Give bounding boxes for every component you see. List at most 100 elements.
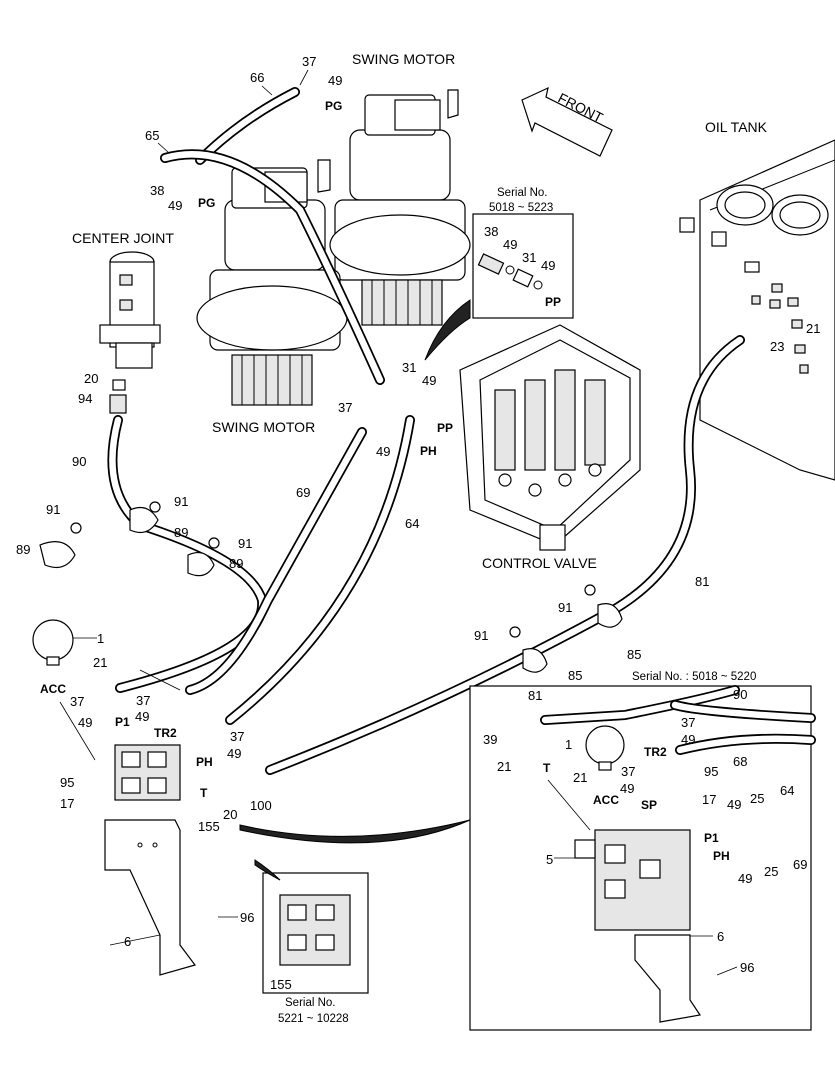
- callout-49a: 49: [328, 73, 342, 88]
- callout-17a: 17: [60, 796, 74, 811]
- port-inset-p1: P1: [704, 831, 719, 845]
- callout-21d: 21: [573, 770, 587, 785]
- callout-89a: 89: [174, 525, 188, 540]
- callout-6b: 6: [717, 929, 724, 944]
- callout-49i: 49: [227, 746, 241, 761]
- callout-64b: 64: [780, 783, 794, 798]
- inset-hoses: [540, 685, 816, 755]
- inset-accumulator: [585, 725, 625, 771]
- port-pp-valve: PP: [437, 421, 453, 435]
- callout-66: 66: [250, 70, 264, 85]
- callout-91d: 91: [558, 600, 572, 615]
- callout-64a: 64: [405, 516, 419, 531]
- callout-21a: 21: [806, 321, 820, 336]
- port-ph: PH: [196, 755, 213, 769]
- callout-90b: 90: [733, 687, 747, 702]
- callout-17b: 17: [702, 792, 716, 807]
- center-joint-fittings: [109, 379, 127, 414]
- callout-31b: 31: [402, 360, 416, 375]
- port-tr2: TR2: [154, 726, 177, 740]
- clamps: [39, 501, 623, 673]
- oil-tank-title: OIL TANK: [705, 119, 768, 135]
- swing-motor-rear: [329, 89, 471, 326]
- callout-81b: 81: [528, 688, 542, 703]
- control-valve-title: CONTROL VALVE: [482, 555, 597, 571]
- callout-49c: 49: [503, 237, 517, 252]
- callout-37d: 37: [136, 693, 150, 708]
- callout-94: 94: [78, 391, 92, 406]
- serial-box-155-line2: 5221 ~ 10228: [278, 1013, 349, 1025]
- port-inset-t: T: [543, 761, 551, 775]
- callout-65: 65: [145, 128, 159, 143]
- callout-85b: 85: [568, 668, 582, 683]
- accumulator-left: [32, 619, 74, 666]
- hoses: [107, 87, 745, 775]
- inset-box-header: Serial No. : 5018 ~ 5220: [632, 671, 756, 683]
- serial-box-pp-line1: Serial No.: [497, 187, 548, 199]
- callout-91c: 91: [238, 536, 252, 551]
- pilot-valve-block: [114, 744, 181, 801]
- callout-23: 23: [770, 339, 784, 354]
- callout-31a: 31: [522, 250, 536, 265]
- swing-motor-bottom-title: SWING MOTOR: [212, 419, 315, 435]
- callout-37e: 37: [230, 729, 244, 744]
- control-valve: [459, 324, 641, 551]
- callout-49e: 49: [422, 373, 436, 388]
- callout-96a: 96: [240, 910, 254, 925]
- swing-motor-front: [196, 159, 348, 406]
- callout-49l: 49: [727, 797, 741, 812]
- callout-95a: 95: [60, 775, 74, 790]
- center-joint-title: CENTER JOINT: [72, 230, 174, 246]
- callout-155a: 155: [198, 819, 220, 834]
- callout-100: 100: [250, 798, 272, 813]
- front-arrow: [521, 86, 613, 157]
- callout-95b: 95: [704, 764, 718, 779]
- callout-1b: 1: [565, 737, 572, 752]
- callout-155b: 155: [270, 977, 292, 992]
- callout-1a: 1: [97, 631, 104, 646]
- bracket-left-pointer: [239, 819, 471, 844]
- port-pg-left: PG: [198, 196, 215, 210]
- serial-box-155-line1: Serial No.: [285, 997, 336, 1009]
- callout-49f: 49: [376, 444, 390, 459]
- callout-5: 5: [546, 852, 553, 867]
- serial-box-pp-pointer: [424, 299, 471, 361]
- port-acc: ACC: [40, 682, 66, 696]
- serial-box-155-pointer: [254, 859, 281, 881]
- callout-89b: 89: [16, 542, 30, 557]
- callout-49d: 49: [541, 258, 555, 273]
- serial-box-pp-line2: 5018 ~ 5223: [489, 202, 553, 214]
- callout-25a: 25: [750, 791, 764, 806]
- callout-25b: 25: [764, 864, 778, 879]
- callout-49k: 49: [620, 781, 634, 796]
- callout-37c: 37: [70, 694, 84, 709]
- callout-37f: 37: [681, 715, 695, 730]
- inset-valve-block: [574, 829, 691, 931]
- bracket-left: [104, 819, 197, 976]
- center-joint: [99, 251, 161, 369]
- callout-68: 68: [733, 754, 747, 769]
- callout-49g: 49: [78, 715, 92, 730]
- callout-20a: 20: [84, 371, 98, 386]
- callout-37g: 37: [621, 764, 635, 779]
- callout-49h: 49: [135, 709, 149, 724]
- callout-21c: 21: [497, 759, 511, 774]
- callout-91e: 91: [474, 628, 488, 643]
- inset-bracket: [634, 934, 702, 1023]
- callout-49b: 49: [168, 198, 182, 213]
- callout-96b: 96: [740, 960, 754, 975]
- callout-91b: 91: [46, 502, 60, 517]
- callout-37b: 37: [338, 400, 352, 415]
- serial-box-pp-fittings: [477, 253, 543, 290]
- callout-81a: 81: [695, 574, 709, 589]
- port-inset-acc: ACC: [593, 793, 619, 807]
- port-pg-top: PG: [325, 99, 342, 113]
- callout-39: 39: [483, 732, 497, 747]
- port-ph-valve: PH: [420, 444, 437, 458]
- callout-21b: 21: [93, 655, 107, 670]
- callout-49j: 49: [681, 732, 695, 747]
- oil-tank: [679, 139, 835, 481]
- callout-20b: 20: [223, 807, 237, 822]
- callout-89c: 89: [229, 556, 243, 571]
